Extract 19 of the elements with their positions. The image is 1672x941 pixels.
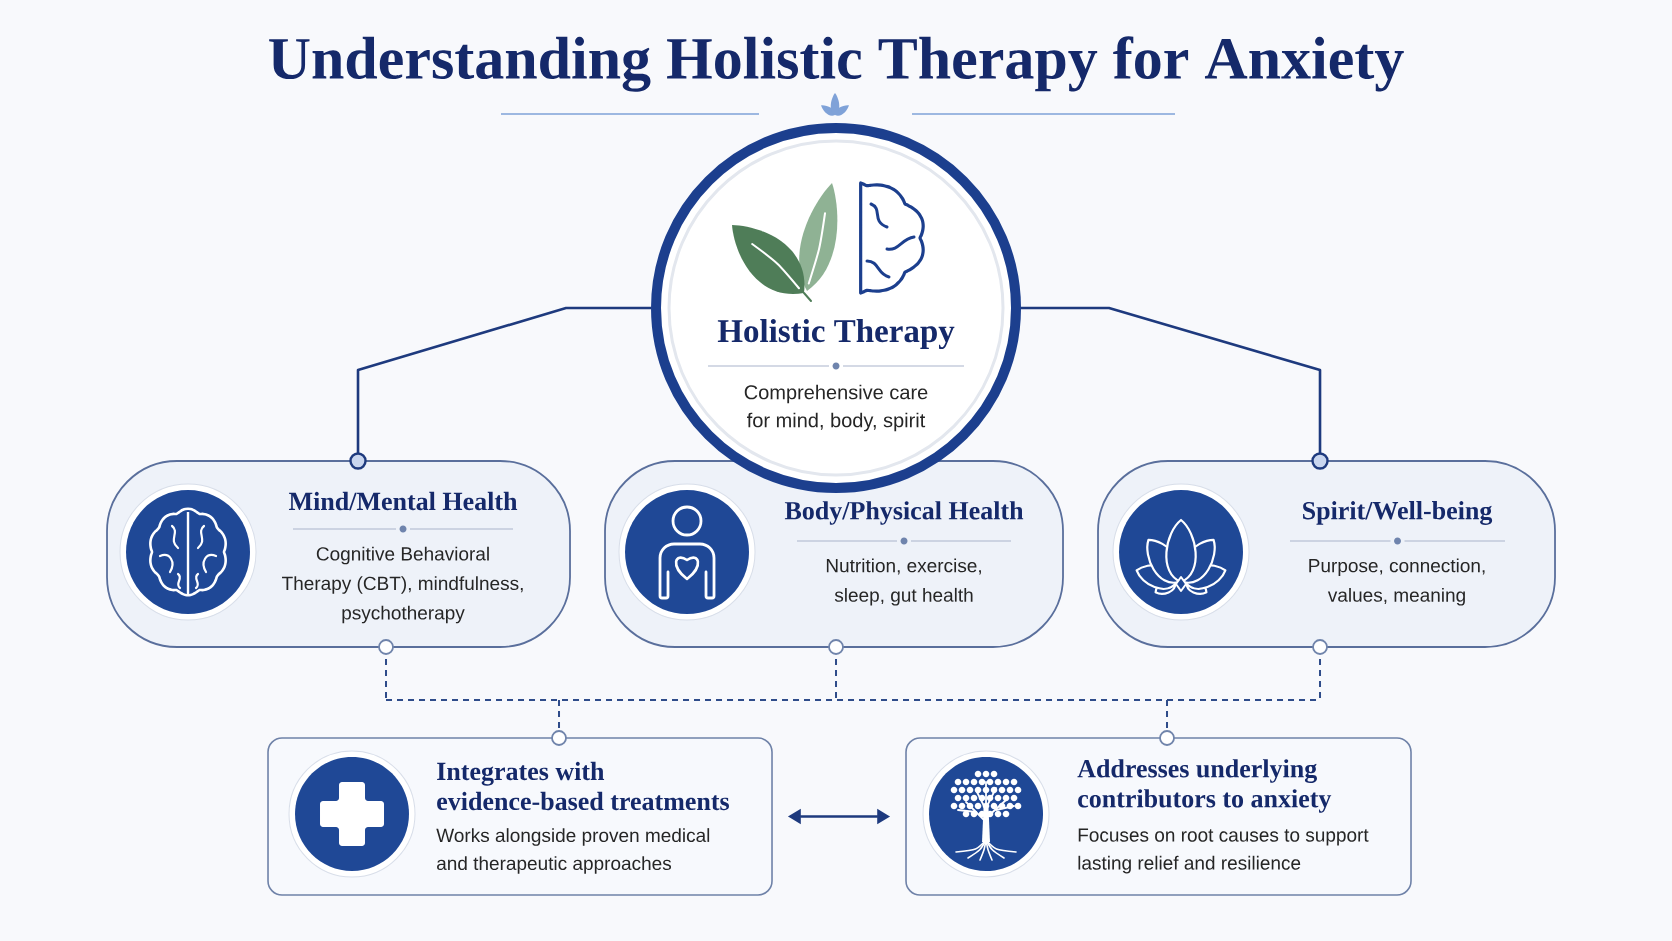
description: Purpose, connection, values, meaning xyxy=(1309,558,1485,606)
heading: Mind/Mental Health xyxy=(289,491,518,511)
title: Understanding Holistic Therapy for Anxiety xyxy=(269,36,1404,92)
description: Works alongside proven medical and therapeutic approaches xyxy=(436,828,710,874)
category-card xyxy=(1097,460,1556,648)
heading: Body/Physical Health xyxy=(784,501,1024,525)
description: Cognitive Behavioral Therapy (CBT), mindfulness, psychotherapy xyxy=(282,546,523,624)
category-card xyxy=(106,460,571,648)
heading: Spirit/Well-being xyxy=(1303,501,1493,525)
heading: Holistic Therapy xyxy=(717,319,955,349)
heading: Addresses underlying contributors to anxiety xyxy=(1077,759,1332,813)
info-card xyxy=(267,737,773,896)
info-card xyxy=(905,737,1412,896)
description: Comprehensive care for mind, body, spirit xyxy=(744,384,928,432)
description: Focuses on root causes to support lasting relief and resilience xyxy=(1078,828,1369,874)
hub-circle xyxy=(651,123,1021,493)
heading: Integrates with evidence-based treatments xyxy=(437,761,729,811)
category-card xyxy=(604,460,1064,648)
description: Nutrition, exercise, sleep, gut health xyxy=(826,558,981,606)
